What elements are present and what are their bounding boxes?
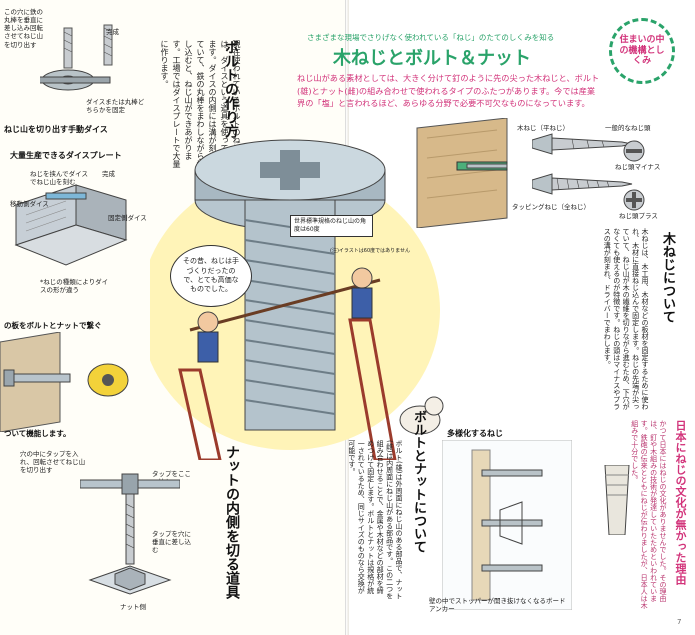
speech-bubble: その昔、ねじは手づくりだったので、とても高価なものでした。 bbox=[170, 245, 252, 307]
die-label-handle: ダイスまたは丸棒どちらかを固定 bbox=[86, 98, 145, 115]
section-badge: 住まいの中の機構としくみ bbox=[609, 18, 675, 84]
history-title: 日本にねじの文化が無かった理由 bbox=[674, 420, 687, 585]
tap-label-nut: ナット側 bbox=[120, 603, 146, 611]
board-bolt-illustration bbox=[0, 332, 129, 432]
plate-label-fixed: 固定側ダイス bbox=[108, 214, 147, 222]
head-plus-label: ねじ頭プラス bbox=[619, 212, 658, 220]
head-minus-label: ねじ頭マイナス bbox=[615, 163, 661, 171]
page-number: 7 bbox=[677, 618, 682, 626]
big-bolt-illustration bbox=[150, 139, 444, 460]
bolt-making-title: ボルトの作り方 bbox=[223, 40, 239, 138]
screw-label-wood: 木ねじ（平ねじ） bbox=[517, 124, 569, 132]
page-title: 木ねじとボルト＆ナット bbox=[333, 48, 531, 69]
wood-section-text: 木ねじは、木工用、木材などの板材を固定するために使われ、木材に直接ねじ込んで固定… bbox=[603, 228, 649, 410]
wood-board-illustration bbox=[416, 118, 508, 228]
wood-section-title: 木ねじについて bbox=[660, 232, 675, 323]
die-plate-illustration bbox=[14, 184, 128, 266]
pitch-note-text: 世界標準規格のねじ山の角度は60度 bbox=[294, 218, 367, 233]
history-text: かつて日本にはねじの文化がありませんでした。その理由は、釘や木組みの技術が発達し… bbox=[630, 420, 667, 609]
plate-caption: 大量生産できるダイスプレート bbox=[10, 151, 122, 160]
minus-slot-icon bbox=[626, 149, 642, 153]
die-label-done: 完成 bbox=[106, 28, 119, 36]
board-anchor-illustration bbox=[442, 440, 572, 610]
intro-text: ねじ山がある素材としては、大きく分けて釘のように先の尖った木ねじと、ボルト(雄)… bbox=[297, 73, 600, 109]
left-bottom-fragment: ついて機能します。 bbox=[4, 429, 71, 438]
illus-credit: (注)イラストは60度ではありません bbox=[330, 248, 411, 254]
speech-text: その昔、ねじは手づくりだったので、とても高価なものでした。 bbox=[183, 257, 239, 294]
tap-label-1: 穴の中にタップを入れ、回転させてねじ山を切り出す bbox=[20, 450, 86, 475]
plate-note: *ねじの種類によりダイスの形が違う bbox=[40, 278, 109, 295]
plate-label-2: 移動側ダイス bbox=[10, 200, 49, 208]
plate-label-1: ねじを挟んでダイスでねじ山を刻む bbox=[30, 170, 88, 187]
tap-wrench-illustration bbox=[80, 473, 180, 595]
bolt-caption: の板をボルトとナットで繋ぐ bbox=[4, 321, 102, 330]
nut-tool-title: ナットの内側を切る道具 bbox=[224, 445, 240, 599]
die-label-top: この穴に鉄の丸棒を垂直に差し込み回転させてねじ山を切り出す bbox=[4, 8, 43, 49]
wall-plug-illustration bbox=[604, 465, 630, 535]
multi-title: 多様化するねじ bbox=[447, 429, 503, 438]
head-title: 一般的なねじ頭 bbox=[605, 124, 651, 132]
plate-label-done: 完成 bbox=[102, 170, 115, 178]
kicker: さまざまな現場でさりげなく使われている「ねじ」のたてのしくみを知る bbox=[307, 33, 555, 42]
die-caption: ねじ山を切り出す手動ダイス bbox=[4, 125, 108, 134]
bolt-section-text: ボルト(雄)は外周面にねじ山のある部品で、ナット(雌)は内周面にねじ山がある部品… bbox=[347, 440, 403, 600]
anchor-caption: 壁の中でストッパーが開き抜けなくなるボードアンカー bbox=[429, 597, 566, 614]
bolt-making-text: 現在使われているボルトのねじ山は、ダイスという道具を使って作ります。ダイスの内側… bbox=[160, 40, 241, 168]
screw-label-tapping: タッピングねじ（全ねじ） bbox=[512, 203, 590, 211]
screw-heads bbox=[623, 140, 645, 211]
right-page: さまざまな現場でさりげなく使われている「ねじ」のたてのしくみを知る 木ねじとボル… bbox=[297, 0, 695, 635]
pitch-note: 世界標準規格のねじ山の角度は60度 bbox=[290, 215, 373, 237]
badge-text: 住まいの中の機構としくみ bbox=[619, 34, 665, 67]
manual-die-illustration bbox=[40, 24, 113, 91]
bolt-section-title: ボルトとナットについて bbox=[411, 410, 426, 553]
tap-label-3: タップを穴に垂直に差し込む bbox=[152, 530, 191, 555]
